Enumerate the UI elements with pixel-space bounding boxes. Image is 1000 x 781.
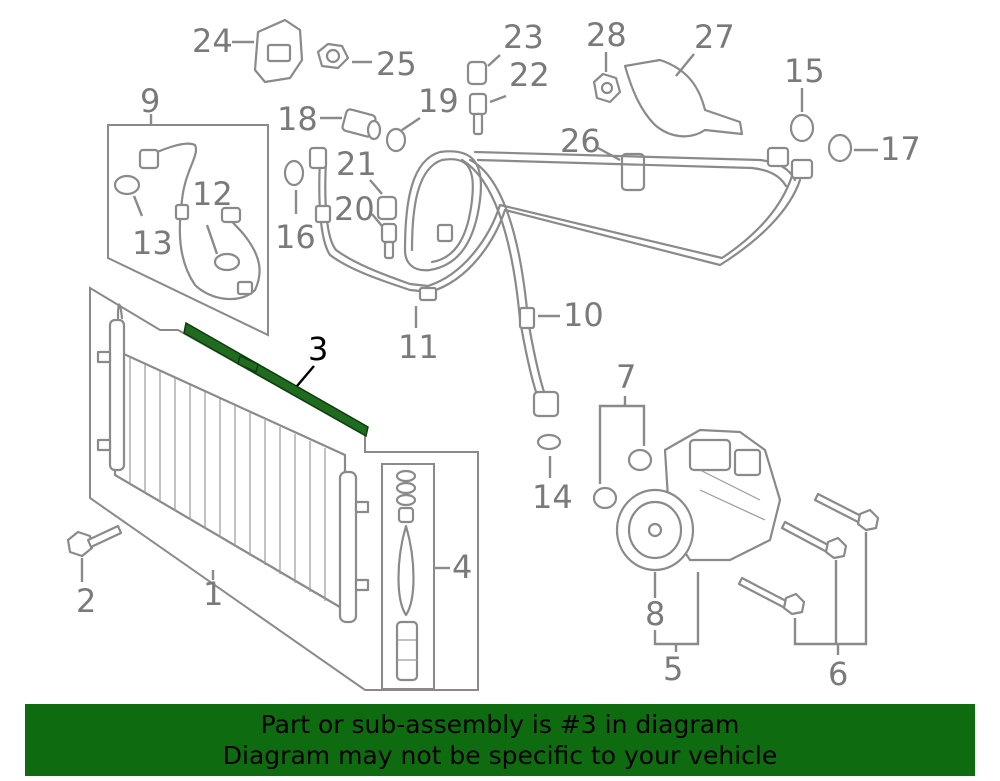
oring-14 — [536, 433, 562, 451]
seal-strip-highlighted — [183, 321, 369, 438]
oring-19 — [385, 127, 407, 153]
switch-18 — [341, 108, 382, 141]
oring-17 — [827, 133, 853, 163]
callout-19: 19 — [418, 82, 459, 120]
banner-line-2: Diagram may not be specific to your vehi… — [222, 741, 778, 770]
bolts-6 — [737, 492, 880, 616]
callout-18: 18 — [277, 100, 318, 138]
callout-12: 12 — [192, 175, 233, 213]
callout-13: 13 — [132, 224, 173, 262]
bolt-2 — [66, 524, 123, 558]
shield-27 — [623, 58, 744, 138]
callout-1: 1 — [203, 575, 223, 613]
callout-23: 23 — [503, 18, 544, 56]
callout-7: 7 — [616, 358, 636, 396]
bracket-24 — [253, 18, 304, 84]
ac-lines — [308, 146, 814, 418]
callout-27: 27 — [694, 18, 735, 56]
callout-3: 3 — [308, 330, 328, 368]
callout-4: 4 — [452, 548, 472, 586]
condenser — [89, 286, 479, 691]
callout-24: 24 — [192, 22, 233, 60]
nut-25 — [316, 42, 350, 70]
bushings-7 — [592, 448, 653, 510]
callout-8: 8 — [645, 595, 665, 633]
callout-17: 17 — [880, 130, 921, 168]
callout-10: 10 — [563, 296, 604, 334]
callout-21: 21 — [336, 145, 377, 183]
clip-26 — [620, 152, 646, 192]
callout-5: 5 — [663, 650, 683, 688]
callout-22: 22 — [509, 56, 550, 94]
valve-22 — [468, 92, 488, 136]
parts-diagram: 9 13 12 1 — [66, 16, 921, 693]
callout-9: 9 — [140, 82, 160, 120]
info-banner: Part or sub-assembly is #3 in diagram Di… — [25, 704, 975, 776]
panel-9-hose-kit — [107, 124, 269, 337]
nut-28 — [592, 72, 622, 104]
callout-11: 11 — [398, 328, 439, 366]
callout-2: 2 — [76, 582, 96, 620]
drier-kit-4 — [381, 463, 435, 690]
callout-28: 28 — [586, 16, 627, 54]
cap-21 — [376, 195, 398, 221]
banner-line-1: Part or sub-assembly is #3 in diagram — [260, 710, 740, 739]
oring-16 — [283, 159, 305, 187]
callout-14: 14 — [532, 478, 573, 516]
callout-25: 25 — [376, 45, 417, 83]
compressor — [615, 428, 782, 572]
callout-6: 6 — [828, 655, 848, 693]
oring-15 — [789, 113, 815, 143]
callout-16: 16 — [275, 218, 316, 256]
condenser-fins — [129, 357, 326, 601]
callout-15: 15 — [784, 52, 825, 90]
callout-20: 20 — [334, 190, 375, 228]
cap-23 — [466, 60, 488, 86]
valve-20 — [380, 222, 398, 260]
